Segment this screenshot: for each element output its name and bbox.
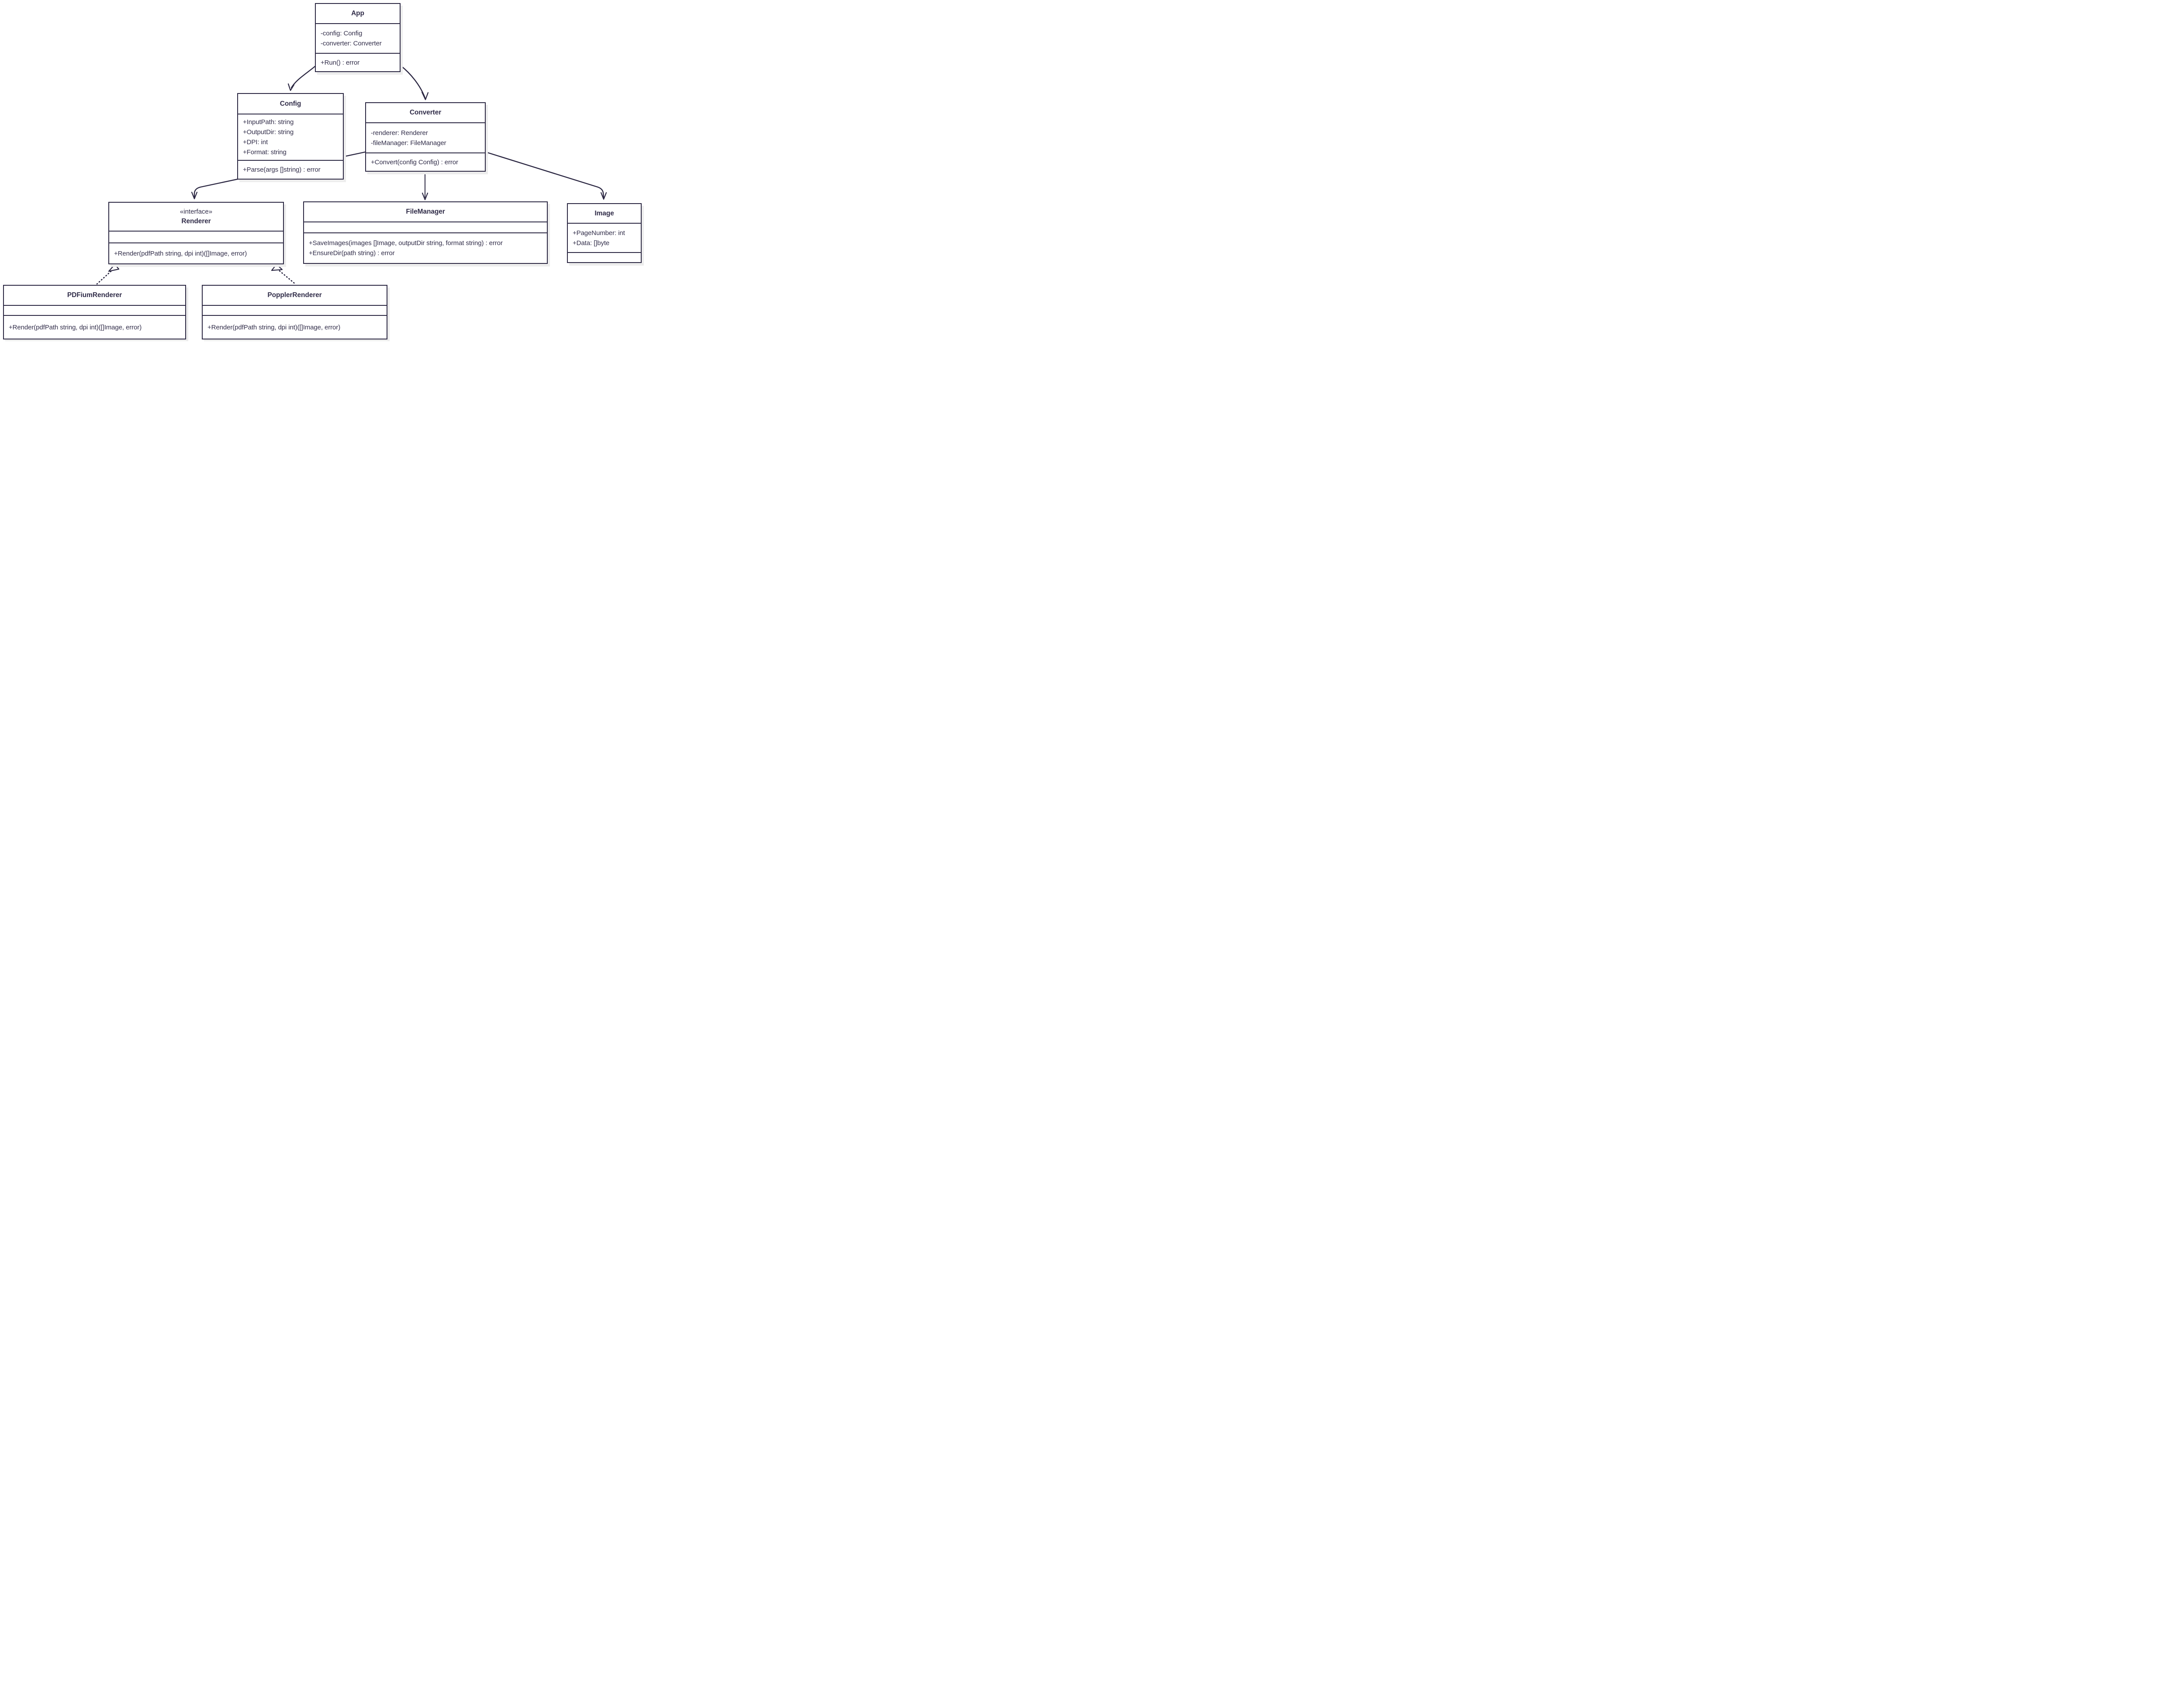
methods-compartment: [568, 252, 641, 262]
title-compartment: FileManager: [304, 202, 547, 221]
class-name: PDFiumRenderer: [67, 291, 122, 299]
methods-compartment: +Render(pdfPath string, dpi int)([]Image…: [203, 315, 387, 339]
title-compartment: Converter: [366, 103, 485, 122]
hollow-triangle-arrowhead-pdfium: [108, 263, 120, 272]
open-arrowhead-filemanager: [422, 192, 429, 201]
attribute-row: +InputPath: string: [243, 118, 294, 126]
class-box-pdfiumrenderer: PDFiumRenderer +Render(pdfPath string, d…: [3, 285, 186, 339]
method-row: +Parse(args []string) : error: [243, 166, 321, 173]
methods-compartment: +SaveImages(images []Image, outputDir st…: [304, 232, 547, 263]
method-row: +Render(pdfPath string, dpi int)([]Image…: [114, 249, 247, 257]
class-box-config: Config +InputPath: string +OutputDir: st…: [237, 93, 344, 180]
attributes-compartment: +PageNumber: int +Data: []byte: [568, 223, 641, 252]
attributes-compartment: -config: Config -converter: Converter: [316, 23, 400, 53]
methods-compartment: +Render(pdfPath string, dpi int)([]Image…: [4, 315, 185, 339]
open-arrowhead-image: [600, 192, 607, 200]
class-box-filemanager: FileManager +SaveImages(images []Image, …: [303, 201, 548, 264]
method-row: +SaveImages(images []Image, outputDir st…: [309, 239, 503, 247]
method-row: +Render(pdfPath string, dpi int)([]Image…: [9, 323, 142, 331]
methods-compartment: +Render(pdfPath string, dpi int)([]Image…: [109, 242, 283, 263]
class-box-app: App -config: Config -converter: Converte…: [315, 3, 401, 72]
realization-pdfium-to-renderer: [96, 270, 112, 285]
attribute-row: +Format: string: [243, 149, 287, 156]
class-box-renderer: «interface» Renderer +Render(pdfPath str…: [108, 202, 284, 264]
attributes-compartment: [304, 221, 547, 232]
attribute-row: +PageNumber: int: [573, 229, 625, 237]
class-name: Renderer: [181, 218, 211, 225]
association-converter-to-renderer: [194, 151, 366, 198]
method-row: +Convert(config Config) : error: [371, 158, 458, 166]
class-box-image: Image +PageNumber: int +Data: []byte: [567, 203, 642, 263]
attribute-row: +OutputDir: string: [243, 128, 294, 136]
uml-class-diagram: App -config: Config -converter: Converte…: [0, 0, 644, 341]
methods-compartment: +Convert(config Config) : error: [366, 152, 485, 171]
title-compartment: «interface» Renderer: [109, 203, 283, 231]
class-name: PopplerRenderer: [267, 291, 322, 299]
attribute-row: -renderer: Renderer: [371, 129, 428, 137]
class-name: Image: [594, 209, 614, 217]
attributes-compartment: [109, 231, 283, 242]
stereotype-label: «interface»: [180, 208, 213, 215]
title-compartment: Image: [568, 204, 641, 223]
class-name: Config: [280, 100, 301, 107]
title-compartment: PopplerRenderer: [203, 286, 387, 305]
class-name: App: [351, 10, 364, 17]
attributes-compartment: +InputPath: string +OutputDir: string +D…: [238, 114, 343, 160]
attributes-compartment: [203, 305, 387, 315]
open-arrowhead-config: [287, 83, 295, 91]
open-arrowhead-converter: [421, 91, 429, 100]
attributes-compartment: [4, 305, 185, 315]
methods-compartment: +Run() : error: [316, 53, 400, 71]
attribute-row: -fileManager: FileManager: [371, 139, 446, 147]
method-row: +Render(pdfPath string, dpi int)([]Image…: [207, 323, 341, 331]
attribute-row: -converter: Converter: [321, 40, 382, 47]
open-arrowhead-renderer: [191, 191, 198, 200]
title-compartment: PDFiumRenderer: [4, 286, 185, 305]
method-row: +Run() : error: [321, 59, 360, 66]
method-row: +EnsureDir(path string) : error: [309, 249, 395, 257]
title-compartment: Config: [238, 94, 343, 114]
title-compartment: App: [316, 4, 400, 23]
association-converter-to-image: [485, 151, 605, 199]
association-app-to-converter: [400, 65, 426, 99]
class-box-converter: Converter -renderer: Renderer -fileManag…: [365, 102, 486, 172]
class-name: FileManager: [406, 208, 445, 215]
hollow-triangle-arrowhead-poppler: [271, 263, 283, 271]
class-name: Converter: [409, 109, 442, 116]
realization-poppler-to-renderer: [279, 270, 296, 285]
class-box-popplerrenderer: PopplerRenderer +Render(pdfPath string, …: [202, 285, 387, 339]
diagram-connectors: [96, 65, 607, 285]
attributes-compartment: -renderer: Renderer -fileManager: FileMa…: [366, 122, 485, 152]
association-app-to-config: [290, 66, 316, 89]
attribute-row: +DPI: int: [243, 138, 268, 146]
attribute-row: +Data: []byte: [573, 239, 610, 247]
methods-compartment: +Parse(args []string) : error: [238, 160, 343, 179]
attribute-row: -config: Config: [321, 30, 363, 37]
